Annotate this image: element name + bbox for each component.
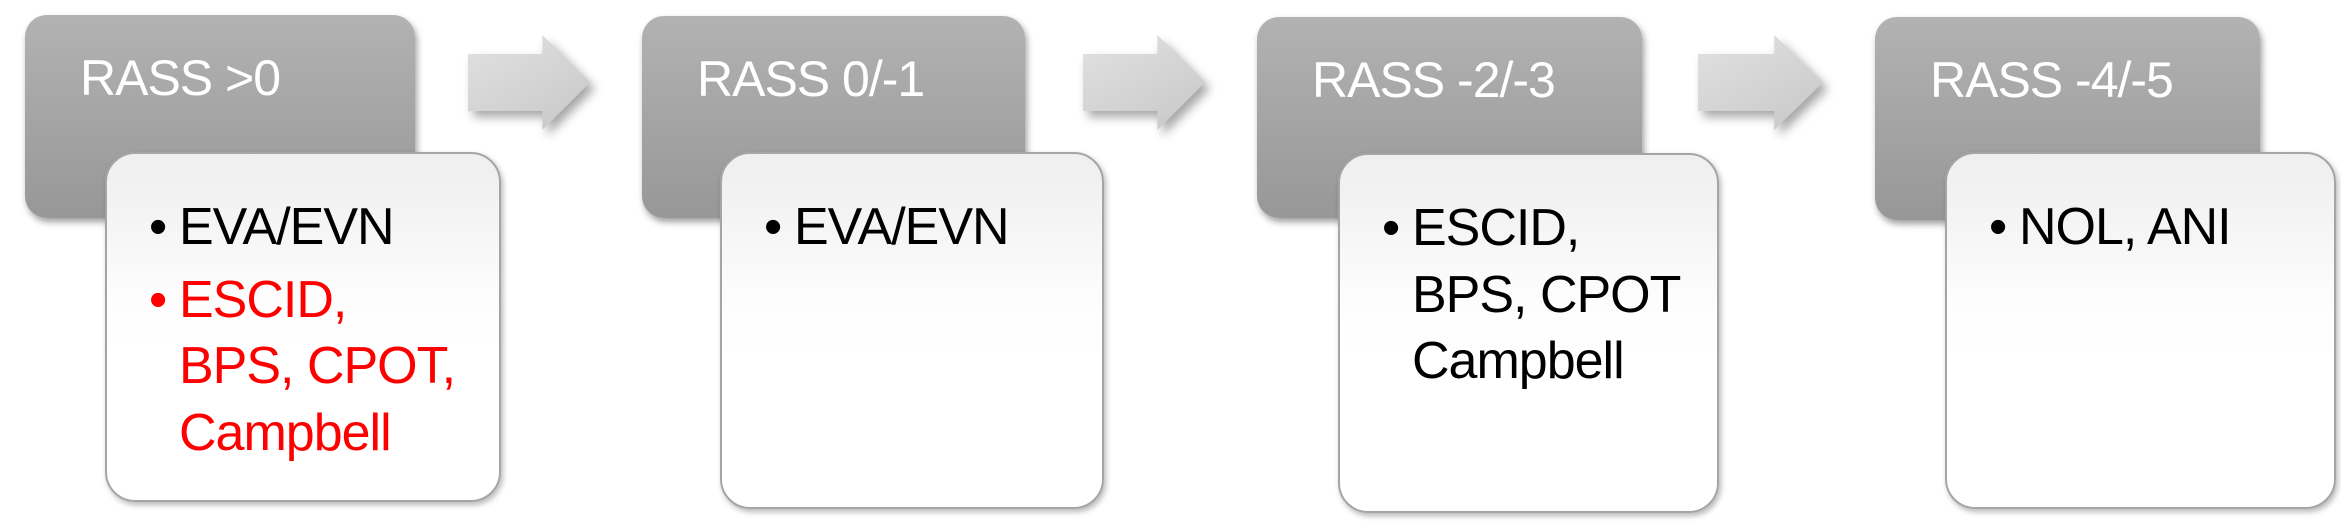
stage-4-header: RASS -4/-5 [1875, 17, 2260, 220]
bullet-marker: • [149, 270, 167, 329]
bullet-line: BPS, CPOT [1412, 265, 1681, 324]
bullet-line: EVA/EVN [794, 198, 1010, 256]
stage-3-title: RASS -2/-3 [1312, 52, 1556, 108]
arrow-right-icon [1698, 35, 1823, 130]
bullet-marker: • [1989, 198, 2007, 256]
bullet-line: ESCID, [179, 270, 347, 329]
stage-2-card: • EVA/EVN [720, 152, 1104, 509]
stage-4-title: RASS -4/-5 [1930, 52, 2174, 108]
stage-2-title: RASS 0/-1 [697, 51, 925, 107]
bullet-item: • EVA/EVN [764, 194, 1086, 261]
stage-1-title: RASS >0 [80, 50, 281, 106]
bullet-line: ESCID, [1412, 199, 1580, 257]
stage-3-card: • ESCID, BPS, CPOT Campbell [1338, 153, 1719, 513]
bullet-line: BPS, CPOT, [179, 337, 456, 396]
arrow-right-shape [1698, 35, 1823, 130]
bullet-marker: • [764, 198, 782, 256]
bullet-line: Campbell [1412, 332, 1625, 391]
bullet-item: • EVA/EVN [149, 194, 483, 261]
arrow-right-icon [468, 35, 590, 130]
bullet-line: NOL, ANI [2019, 198, 2232, 256]
arrow-right-icon [1083, 35, 1205, 130]
bullet-item: • ESCID, BPS, CPOT, Campbell [149, 267, 483, 467]
bullet-item: • NOL, ANI [1989, 194, 2318, 261]
arrow-right-shape [468, 35, 590, 130]
bullet-item: • ESCID, BPS, CPOT Campbell [1382, 195, 1701, 395]
stage-1-card: • EVA/EVN • ESCID, BPS, CPOT, Campbell [105, 152, 501, 502]
bullet-line: Campbell [179, 403, 392, 462]
bullet-line: EVA/EVN [179, 198, 395, 256]
bullet-marker: • [1382, 199, 1400, 257]
stage-4-card: • NOL, ANI [1945, 152, 2336, 509]
arrow-right-shape [1083, 35, 1205, 130]
bullet-marker: • [149, 198, 167, 256]
